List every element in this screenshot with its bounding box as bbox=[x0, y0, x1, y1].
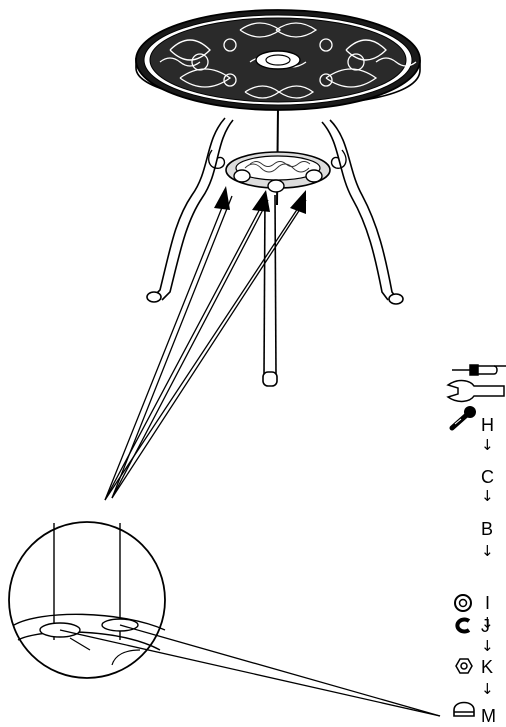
step-arrow: ↓ bbox=[481, 436, 494, 454]
bistro-table bbox=[135, 9, 421, 387]
flat-washer-icon bbox=[454, 594, 472, 612]
step-arrow: ↓ bbox=[481, 542, 494, 560]
cap-nut-icon bbox=[453, 701, 475, 717]
step-arrow: ↓ bbox=[481, 680, 494, 698]
hardware-sequence: H ↓ C ↓ B ↓ I ↓ J ↓ K ↓ M bbox=[449, 406, 496, 726]
step-label-M: M bbox=[481, 706, 496, 726]
lower-ring bbox=[225, 151, 331, 193]
detail-magnifier bbox=[8, 521, 166, 679]
step-label-H: H bbox=[481, 415, 494, 435]
step-arrow: ↓ bbox=[481, 487, 494, 505]
bolt-icon bbox=[449, 406, 476, 431]
wrench-icon bbox=[446, 379, 505, 403]
pointer-lines bbox=[104, 195, 307, 501]
step-label-C: C bbox=[481, 467, 494, 487]
screwdriver-icon bbox=[452, 364, 506, 376]
step-label-B: B bbox=[481, 519, 493, 539]
detail-callout-lines bbox=[59, 624, 441, 717]
table-legs bbox=[146, 107, 404, 387]
step-label-K: K bbox=[481, 657, 493, 677]
step-label-J: J bbox=[481, 616, 490, 636]
table-top bbox=[135, 9, 421, 111]
step-label-I: I bbox=[485, 593, 490, 613]
hex-nut-icon bbox=[455, 658, 473, 674]
step-arrow: ↓ bbox=[481, 637, 494, 655]
step-arrow: ↓ bbox=[481, 614, 494, 632]
pointer-arrowheads bbox=[214, 186, 306, 214]
spring-washer-icon bbox=[455, 617, 471, 634]
